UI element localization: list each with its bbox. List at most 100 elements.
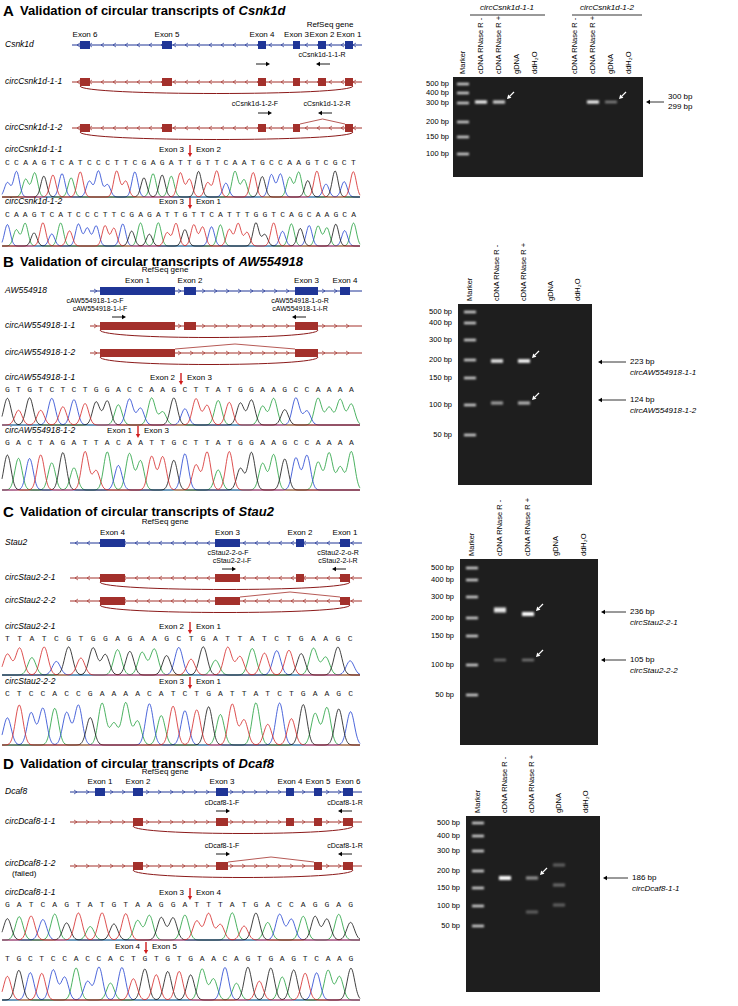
junction-arrow	[189, 888, 190, 896]
circ-track-exon	[340, 597, 350, 605]
band-pointer	[539, 650, 543, 654]
strand-chevron	[214, 324, 217, 328]
primer-name: cStau2-2-i-F	[213, 557, 252, 565]
group-underline	[572, 15, 642, 16]
chromatogram-trace	[2, 913, 360, 940]
circ-track-exon	[258, 78, 266, 86]
gene-track-exon	[100, 287, 175, 295]
chromatogram-trace	[2, 451, 360, 490]
annotation-label: Exon 4	[100, 528, 125, 537]
band-pointer	[535, 351, 539, 355]
size-pointer	[602, 362, 626, 363]
strand-chevron	[269, 43, 272, 47]
circ-track-exon	[133, 862, 143, 870]
circ-track-exon	[343, 818, 353, 826]
primer-arrow-head	[122, 315, 126, 319]
size-pointer	[650, 102, 664, 103]
strand-chevron	[86, 820, 89, 824]
strand-chevron	[137, 126, 140, 130]
ladder-band	[466, 617, 478, 619]
strand-chevron	[214, 351, 217, 355]
lane-label: gDNA	[513, 54, 522, 74]
strand-chevron	[242, 820, 245, 824]
gene-track-exon	[184, 287, 196, 295]
strand-chevron	[274, 289, 277, 293]
strand-chevron	[351, 541, 354, 545]
strand-chevron	[305, 126, 308, 130]
gel-image	[458, 304, 592, 485]
ladder-size: 150 bp	[426, 133, 449, 142]
strand-chevron	[290, 864, 293, 868]
strand-chevron	[202, 324, 205, 328]
strand-chevron	[87, 541, 90, 545]
lane-label: cDNA RNase R -	[493, 245, 502, 301]
strand-chevron	[353, 80, 356, 84]
strand-chevron	[195, 599, 198, 603]
strand-chevron	[338, 790, 341, 794]
circ-track-exon	[215, 597, 240, 605]
primer-name: cDcaf8-1-R	[327, 799, 362, 807]
band-size: 236 bp	[630, 607, 654, 616]
exon-junction-label: Exon 3	[159, 888, 184, 897]
ladder-band	[464, 434, 476, 436]
annotation-label: Exon 6	[336, 777, 361, 786]
lane-label: Marker	[466, 278, 475, 301]
junction-arrow	[189, 145, 190, 153]
strand-chevron	[183, 576, 186, 580]
chromatogram-trace	[2, 968, 360, 1000]
strand-chevron	[329, 126, 332, 130]
strand-chevron	[305, 80, 308, 84]
ladder-size: 500 bp	[429, 308, 452, 317]
exon-junction-label: Exon 3	[159, 677, 184, 686]
strand-chevron	[262, 324, 265, 328]
primer-name: cStau2-2-o-F	[208, 549, 249, 557]
exon-junction-label: Exon 1	[107, 426, 132, 435]
sequence-text: CCAAGTCATCCCTTCGAGATTGTTCAATGCCAAGTCGCT	[5, 158, 360, 167]
transcript-name: circCsnk1d-1-1	[5, 145, 62, 155]
ladder-size: 50 bp	[435, 691, 454, 700]
gene-track-exon	[296, 539, 304, 547]
strand-chevron	[281, 80, 284, 84]
lane-label: ddH₂O	[625, 51, 634, 74]
ladder-size: 150 bp	[437, 884, 460, 893]
strand-chevron	[195, 541, 198, 545]
annotation-label: Exon 2	[178, 276, 203, 285]
strand-chevron	[197, 126, 200, 130]
strand-chevron	[75, 576, 78, 580]
strand-chevron	[315, 576, 318, 580]
ladder-band	[457, 102, 469, 104]
circ-track-exon	[162, 124, 172, 132]
strand-chevron	[279, 541, 282, 545]
panel-title: Validation of circular transcripts of	[20, 757, 235, 772]
strand-chevron	[182, 790, 185, 794]
strand-chevron	[173, 80, 176, 84]
strand-chevron	[146, 864, 149, 868]
chromatogram-trace	[2, 971, 360, 1000]
ladder-band	[464, 339, 476, 341]
sequence-text: GTGTCTCTGGACCAAGCTTATGGAAGCCAAAA	[5, 385, 360, 394]
strand-chevron	[146, 790, 149, 794]
exon-junction-label: Exon 1	[196, 677, 221, 686]
strand-chevron	[170, 864, 173, 868]
strand-chevron	[243, 599, 246, 603]
ladder-size: 400 bp	[437, 832, 460, 841]
ladder-band	[466, 596, 478, 598]
splice-skip	[240, 592, 340, 597]
strand-chevron	[74, 790, 77, 794]
strand-chevron	[341, 80, 344, 84]
strand-chevron	[346, 351, 349, 355]
strand-chevron	[183, 599, 186, 603]
strand-chevron	[329, 80, 332, 84]
dna-band	[494, 608, 506, 613]
strand-chevron	[281, 43, 284, 47]
primer-name: cAW554918-1-i-F	[73, 305, 128, 313]
strand-chevron	[250, 289, 253, 293]
annotation-label: RefSeq gene	[142, 517, 189, 526]
strand-chevron	[326, 790, 329, 794]
ladder-band	[466, 635, 478, 637]
strand-chevron	[110, 790, 113, 794]
strand-chevron	[341, 126, 344, 130]
gene-track-exon	[100, 539, 125, 547]
strand-chevron	[206, 820, 209, 824]
chromatogram-trace	[2, 452, 360, 490]
